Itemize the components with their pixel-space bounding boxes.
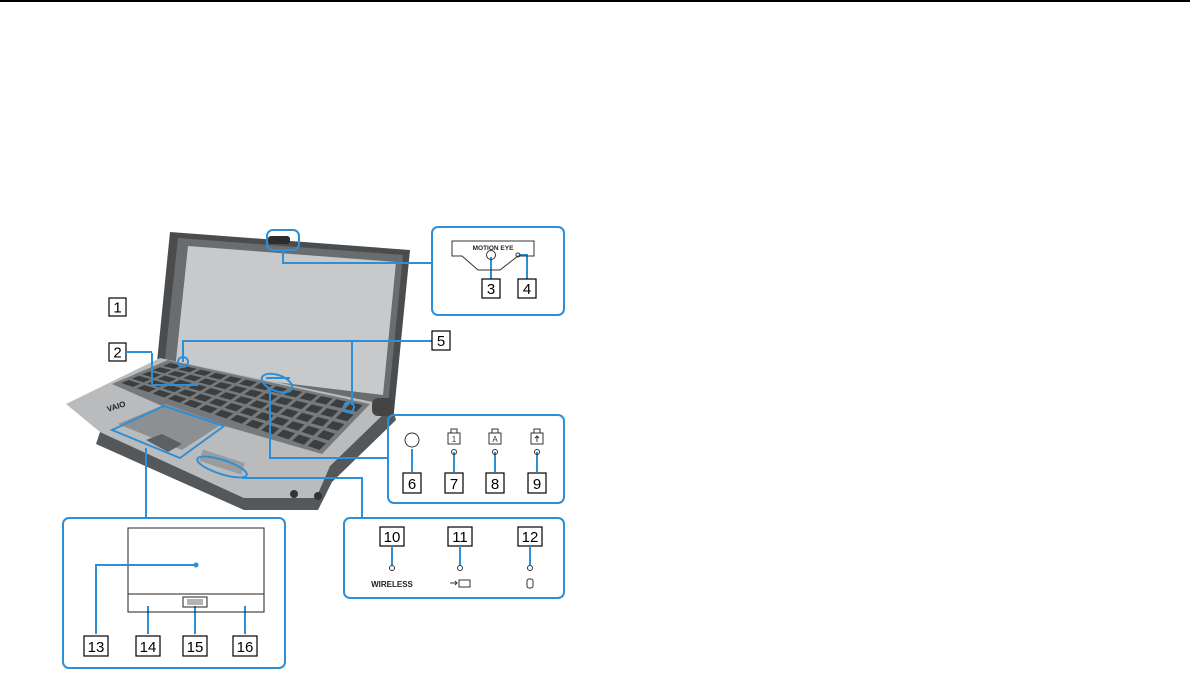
camera-inset	[432, 227, 564, 315]
svg-text:14: 14	[140, 639, 157, 656]
charge-led	[458, 566, 463, 571]
callout-1: 1	[109, 298, 126, 317]
wireless-led	[390, 566, 395, 571]
callout-13: 13	[84, 636, 108, 656]
charge-indicator-icon	[450, 580, 470, 587]
svg-text:4: 4	[523, 281, 531, 298]
svg-text:1: 1	[113, 300, 121, 317]
svg-text:8: 8	[491, 476, 499, 493]
svg-text:A: A	[492, 435, 498, 444]
svg-text:16: 16	[237, 639, 254, 656]
disk-led	[528, 566, 533, 571]
svg-text:1: 1	[452, 435, 457, 444]
callout-15: 15	[183, 636, 207, 656]
callout-5: 5	[432, 331, 450, 350]
callout-11: 11	[448, 527, 472, 546]
svg-text:13: 13	[88, 639, 105, 656]
svg-text:15: 15	[187, 639, 204, 656]
scroll-lock-icon	[531, 429, 543, 444]
callout-4: 4	[518, 279, 536, 298]
svg-text:2: 2	[113, 345, 121, 362]
svg-text:11: 11	[452, 529, 468, 546]
svg-text:6: 6	[408, 476, 416, 493]
callout-9: 9	[528, 473, 546, 493]
disk-drive-icon	[527, 579, 533, 588]
num-lock-icon: 1	[448, 429, 460, 444]
svg-text:5: 5	[437, 333, 445, 350]
callout-8: 8	[486, 473, 504, 493]
caps-lock-icon: A	[489, 429, 501, 444]
camera-housing	[268, 236, 290, 244]
laptop-illustration: VAIO	[66, 232, 410, 510]
svg-text:3: 3	[487, 281, 495, 298]
svg-text:9: 9	[533, 476, 541, 493]
callout-12: 12	[518, 527, 542, 546]
callout-2: 2	[109, 343, 126, 362]
callout-7: 7	[445, 473, 463, 493]
callout-6: 6	[403, 473, 421, 493]
svg-text:7: 7	[450, 476, 458, 493]
touchpad-diagram	[128, 528, 264, 612]
callout-10: 10	[380, 527, 404, 546]
callout-3: 3	[482, 279, 500, 298]
svg-text:10: 10	[384, 529, 401, 546]
wireless-label: WIRELESS	[371, 580, 413, 589]
callout-16: 16	[233, 636, 257, 656]
callout-14: 14	[136, 636, 160, 656]
svg-text:12: 12	[522, 529, 539, 546]
power-button-icon	[405, 433, 419, 447]
